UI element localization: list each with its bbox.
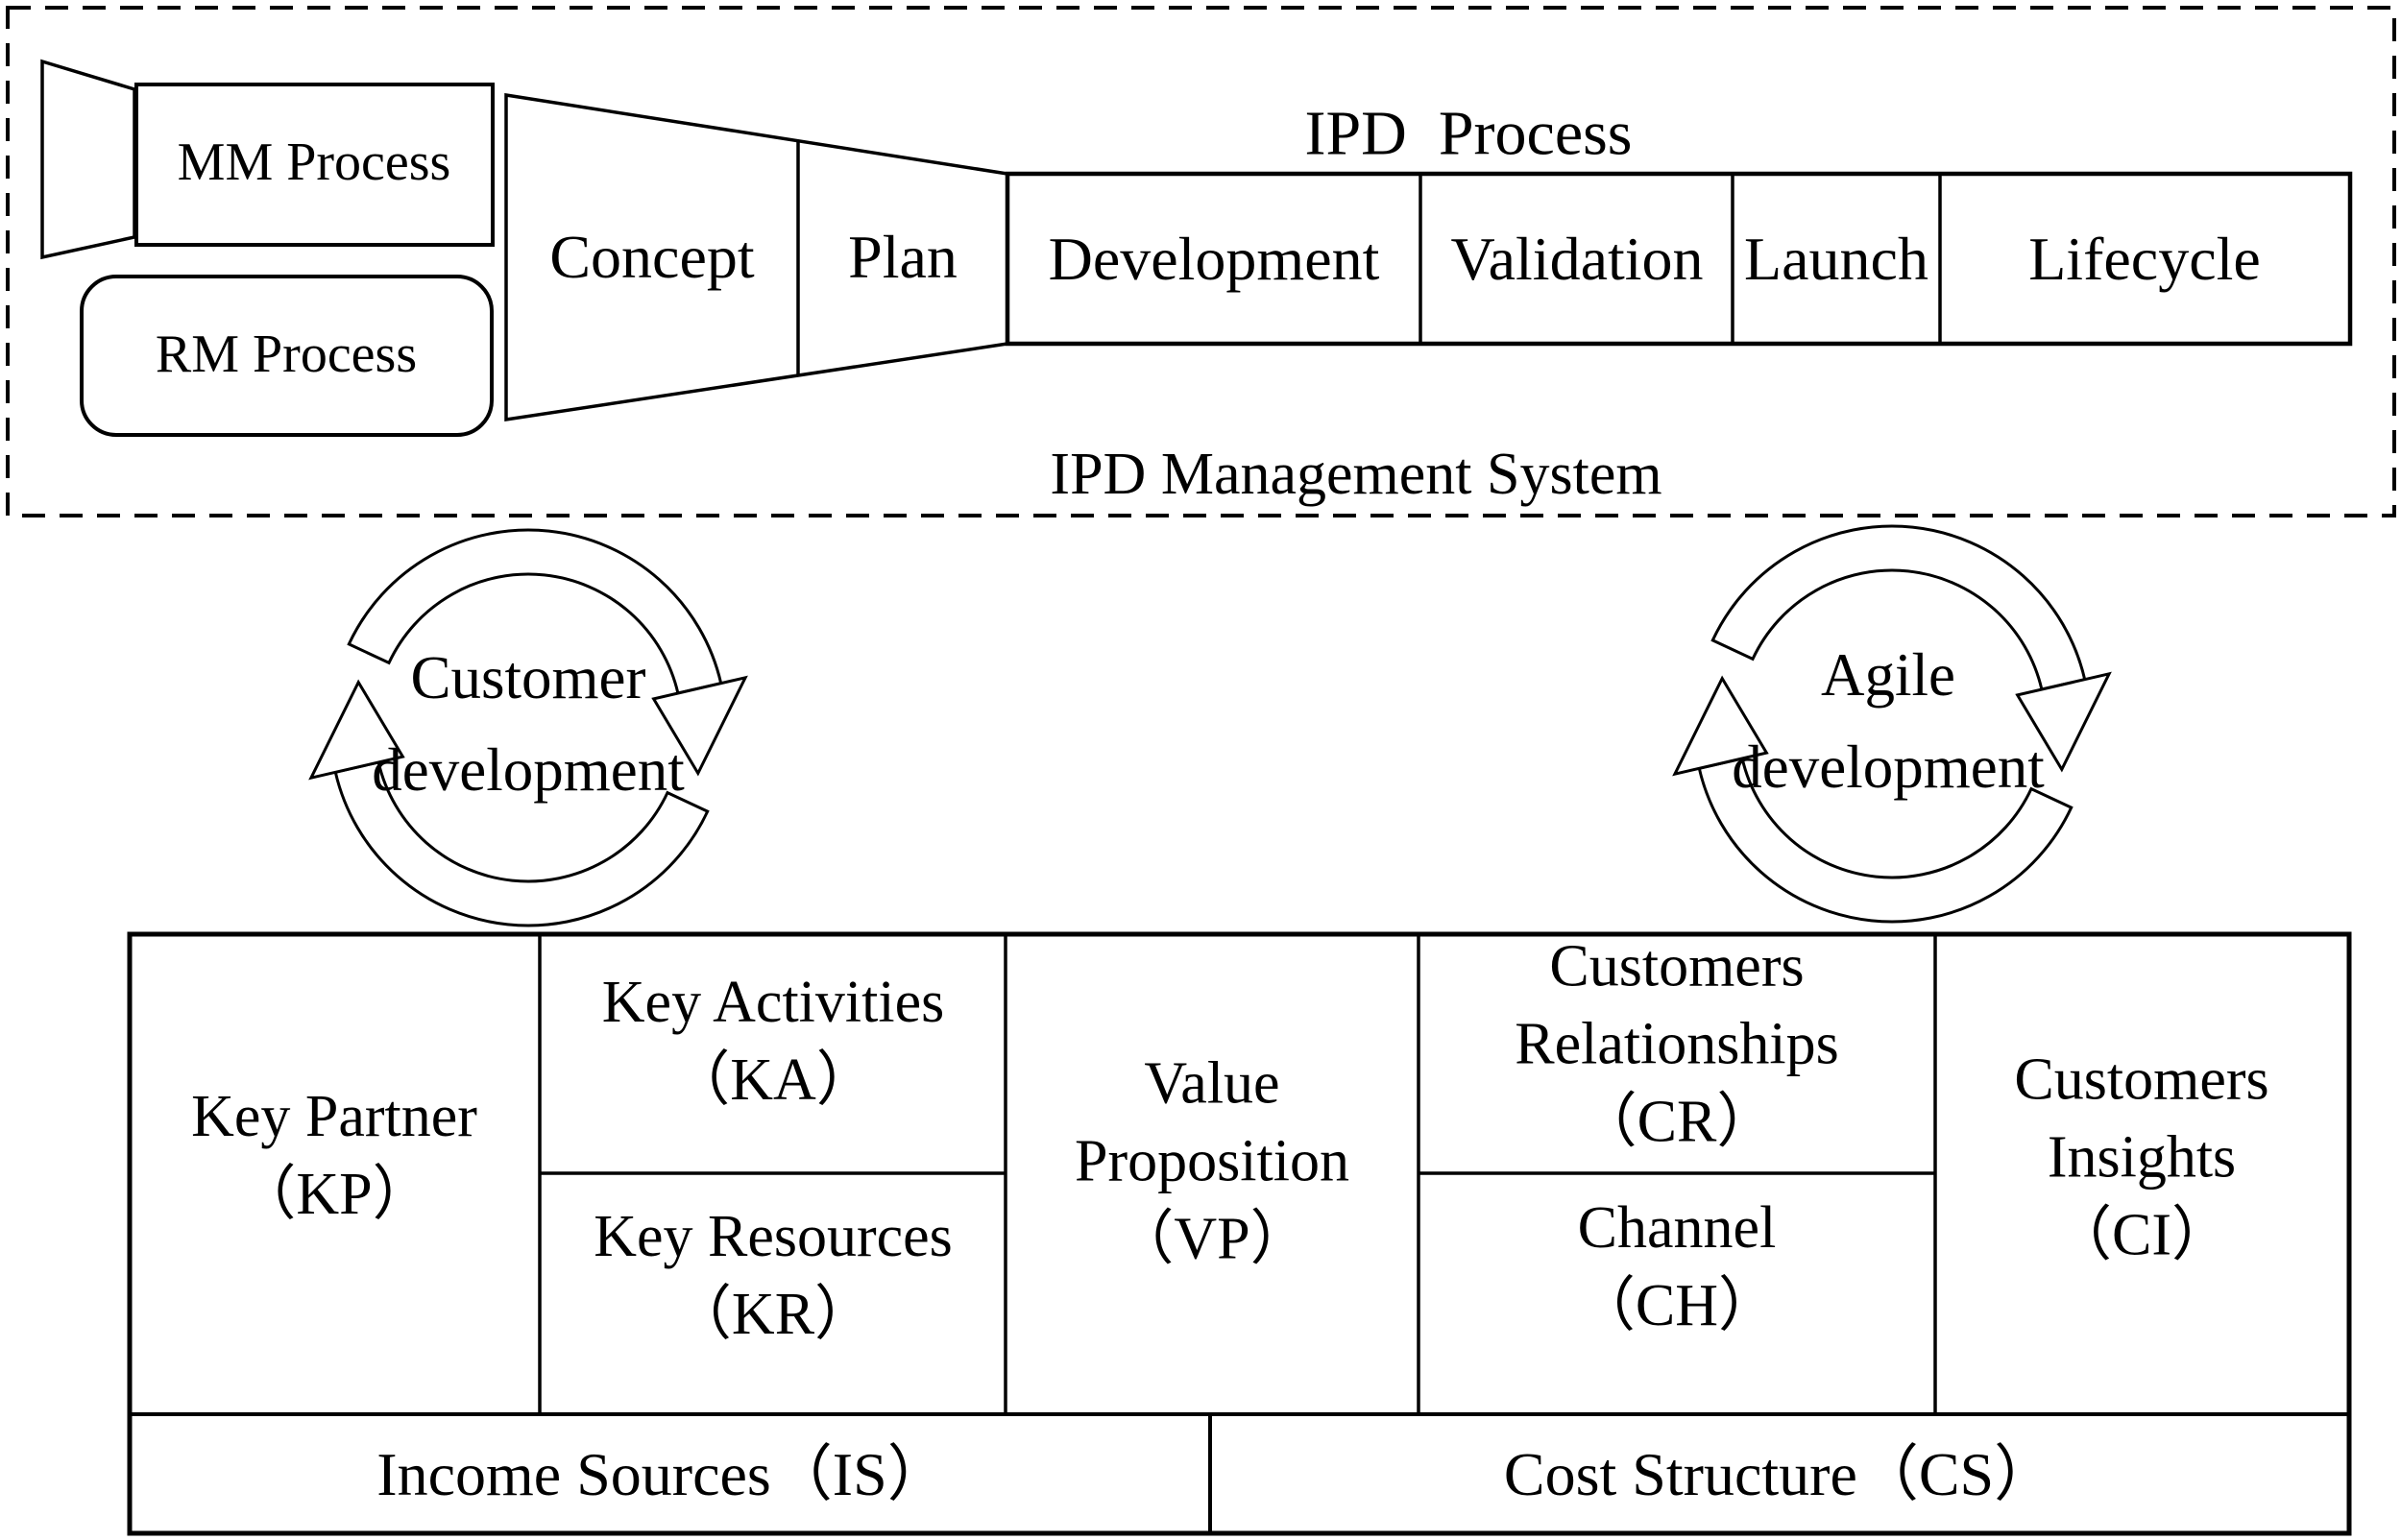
ipd-section-dashed-border: [6, 6, 2396, 517]
customer-development-label: Customer development: [372, 644, 685, 804]
mm-process-box: [134, 83, 495, 247]
stage-plan-label: Plan: [848, 222, 958, 291]
mm-process-label: MM Process: [177, 132, 451, 193]
stage-concept-label: Concept: [549, 222, 755, 291]
phase-launch-label: Launch: [1744, 224, 1928, 293]
agile-development-label: Agile development: [1732, 641, 2045, 801]
channel-cell-label: Channel （CH）: [1575, 1195, 1779, 1338]
phase-lifecycle-label: Lifecycle: [2028, 224, 2261, 293]
cycle-arrow-icon: [308, 528, 748, 927]
ipd-management-system-label: IPD Management System: [1050, 441, 1662, 507]
rm-process-box: [80, 275, 494, 437]
phase-validation-label: Validation: [1450, 224, 1704, 293]
key-activities-cell-label: Key Activities （KA）: [601, 970, 945, 1113]
value-proposition-cell-label: Value Proposition （VP）: [1075, 1050, 1349, 1272]
ipd-process-title: IPD Process: [1304, 98, 1633, 169]
customers-relationships-cell-label: Customers Relationships （CR）: [1515, 933, 1839, 1155]
phase-development-label: Development: [1048, 224, 1380, 293]
key-partner-cell-label: Key Partner （KP）: [191, 1084, 477, 1227]
income-sources-label: Income Sources（IS）: [376, 1439, 949, 1508]
rm-process-label: RM Process: [155, 325, 418, 385]
cost-structure-label: Cost Structure（CS）: [1503, 1439, 2056, 1508]
customers-insights-cell-label: Customers Insights （CI）: [2014, 1047, 2269, 1268]
funnel-stub-shape: [40, 59, 136, 260]
canvas-outer-border: [127, 931, 2352, 1536]
key-resources-cell-label: Key Resources （KR）: [594, 1204, 953, 1347]
phase-strip-box: [1005, 171, 2353, 347]
